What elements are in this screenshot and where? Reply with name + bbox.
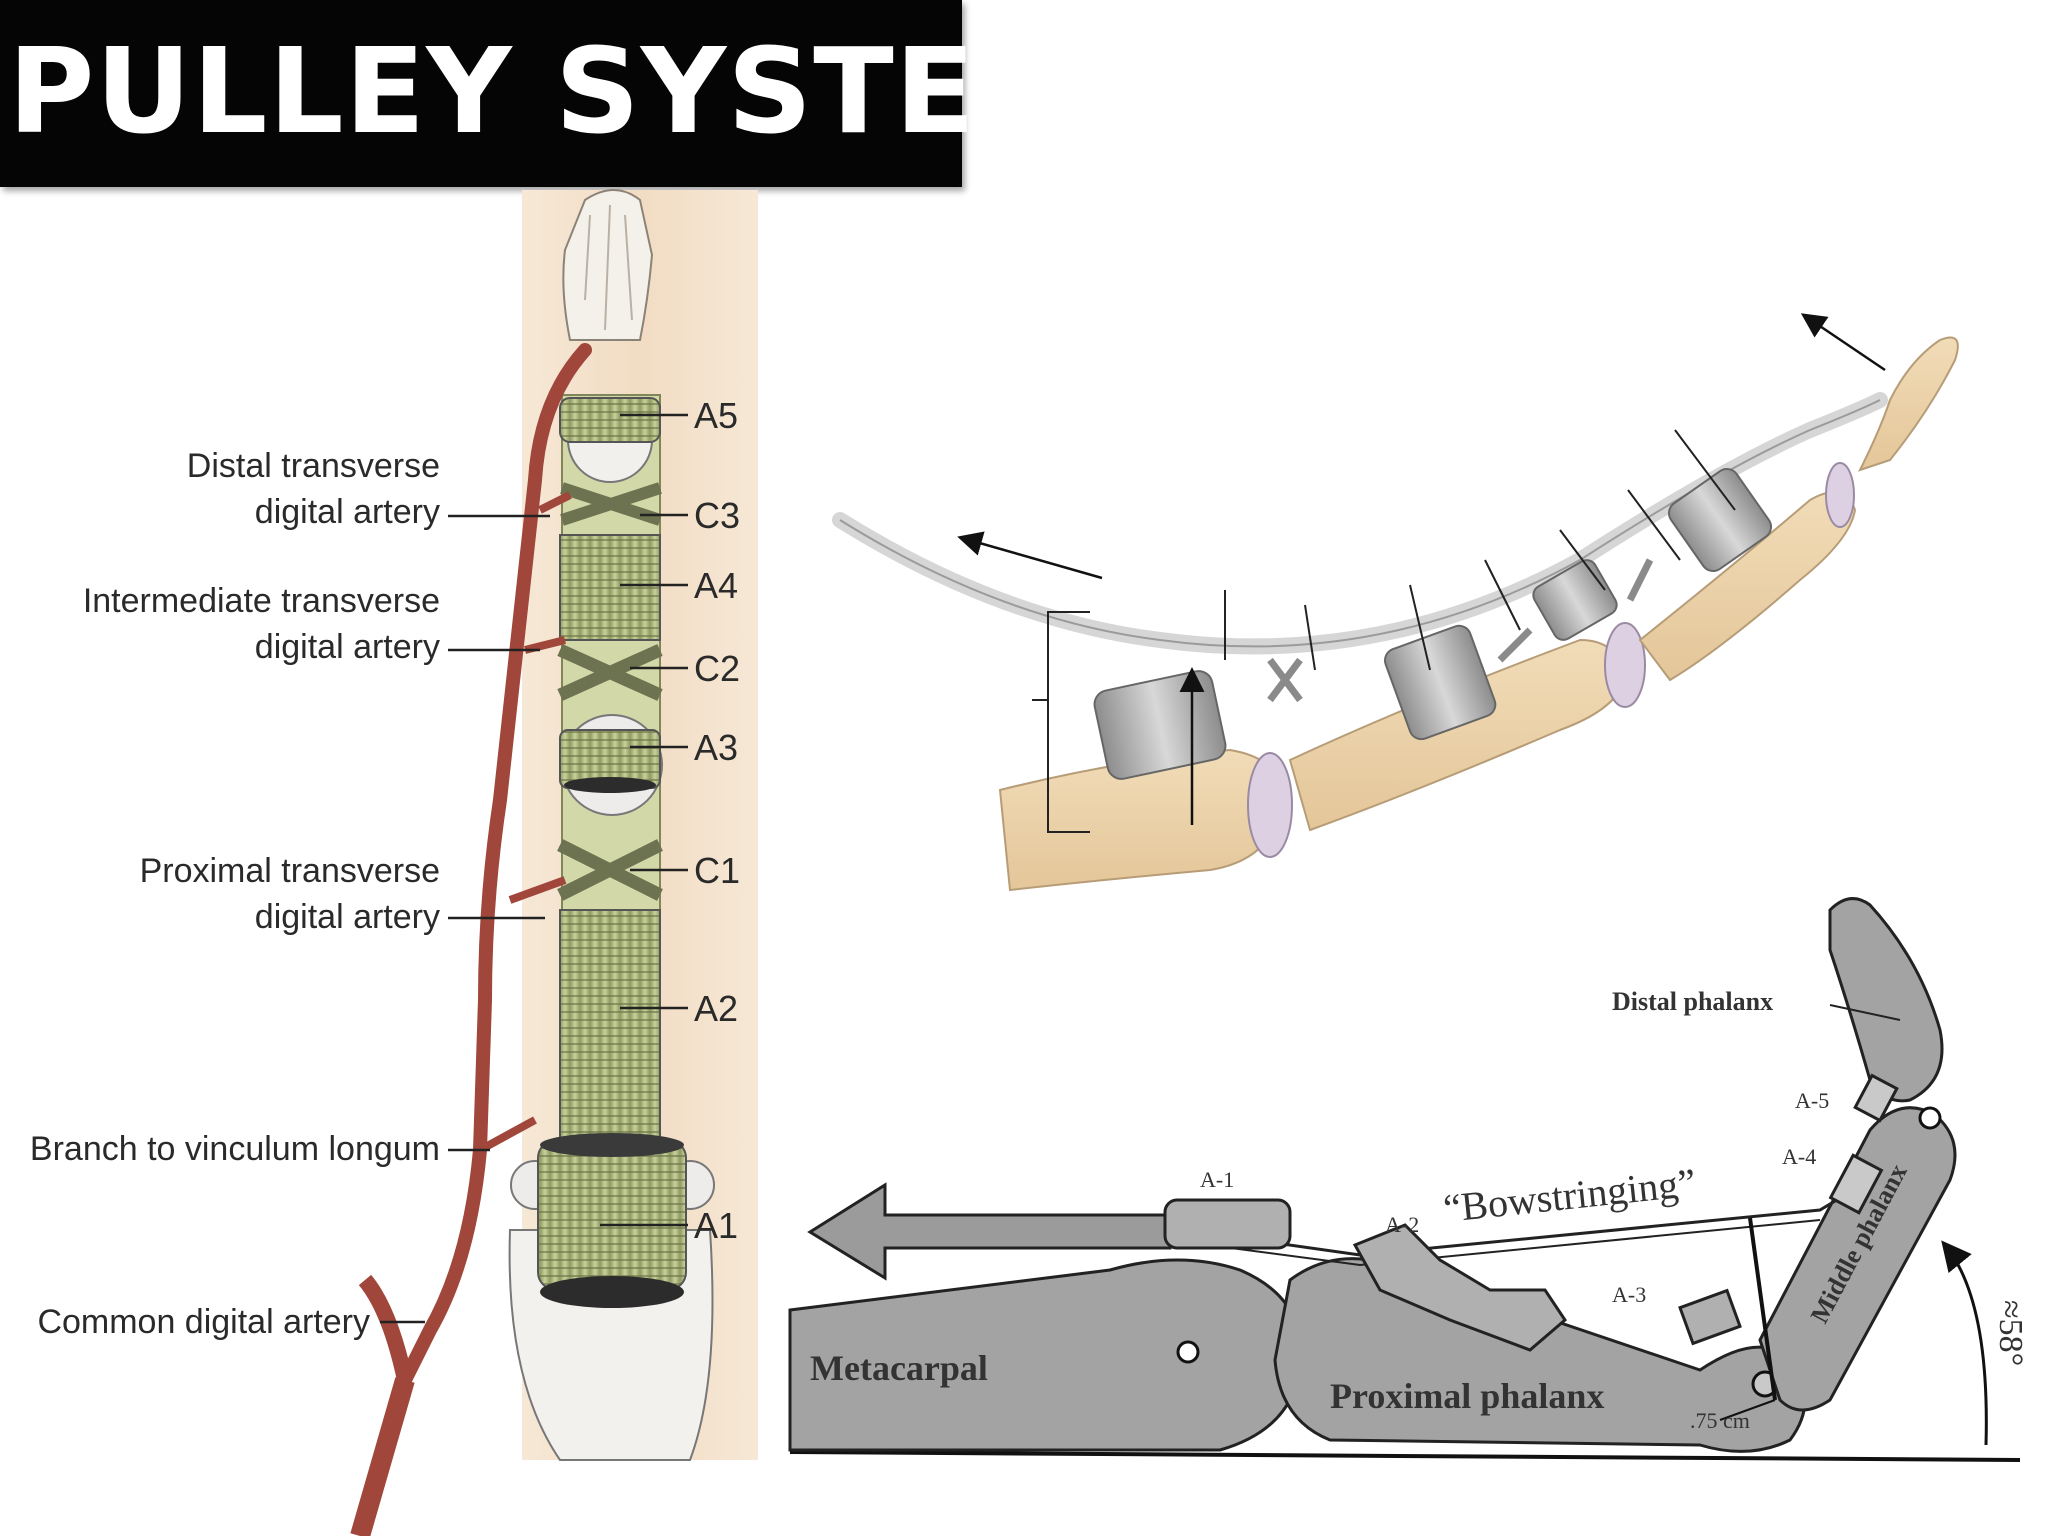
label-c1: C1 [694,850,740,891]
bottom-distal-phalanx [1828,897,1944,1103]
label-vinculum-branch: Branch to vinculum longum [30,1130,440,1168]
moment-arm-line [1748,1217,1777,1401]
label-proximal-phalanx: Proximal phalanx [1330,1376,1604,1416]
bottom-pulley-a2 [1352,1223,1567,1352]
label-intermediate-artery-1: Intermediate transverse [83,582,440,620]
pulley-indicator-lines [1224,429,1736,671]
label-bowstringing: “Bowstringing” [1441,1160,1698,1231]
top-pulley-2 [1384,624,1497,741]
label-common-artery: Common digital artery [37,1303,370,1341]
proximal-artery-branch [508,876,567,904]
top-middle-phalanx [1638,491,1857,682]
angle-arc [1941,1240,1988,1446]
bottom-pulley-a5 [1853,1073,1899,1123]
label-c2: C2 [694,648,740,689]
joint-bracket [1032,611,1090,833]
top-pulley-4 [1668,468,1772,572]
distal-artery-branch [538,491,572,514]
label-a4: A-4 [1782,1144,1816,1169]
label-distal-artery-2: digital artery [255,493,440,531]
bowstringing-diagram: Distal phalanx A-5 A-4 A-1 A-2 A-3 “Bows… [788,897,2029,1462]
finger-pulley-diagram: A5 C3 A4 C2 A3 C1 A2 A1 Distal transvers… [30,189,758,1536]
label-a5: A5 [694,395,738,436]
vinculum-branch [478,1116,537,1154]
bottom-pulley-a1 [1163,1198,1292,1250]
ground-line [789,1450,2021,1462]
label-intermediate-artery-2: digital artery [255,628,440,666]
top-distal-phalanx [1858,336,1959,472]
label-distal-artery-1: Distal transverse [187,447,440,485]
label-a2: A-2 [1385,1212,1419,1237]
label-angle: ≈58° [1992,1300,2029,1366]
label-distal-phalanx: Distal phalanx [1612,987,1773,1016]
bottom-pulley-a4 [1828,1153,1884,1215]
flexed-finger-diagram [832,313,1959,892]
left-leader-lines [380,514,550,1324]
bottom-middle-phalanx [1758,1106,1957,1412]
label-a2: A2 [694,988,738,1029]
artery-labels: Distal transverse digital artery Interme… [30,447,440,1341]
tendon-arrow [807,1182,1172,1281]
pulley-c2 [557,644,663,701]
digital-artery [398,343,592,1387]
label-c3: C3 [694,495,740,536]
pulley-a1 [537,1139,687,1291]
title-bar: PULLEY SYSTEM [0,0,1094,187]
tip-direction-arrow [1800,313,1886,372]
label-a4: A4 [694,565,738,606]
label-a3: A-3 [1612,1282,1646,1307]
pulley-labels: A5 C3 A4 C2 A3 C1 A2 A1 [694,395,740,1246]
intermediate-artery-branch [524,636,566,654]
label-metacarpal: Metacarpal [810,1348,988,1388]
page-title: PULLEY SYSTEM [8,22,1095,160]
label-a1: A1 [694,1205,738,1246]
pulley-a5 [559,397,661,443]
pulley-a2 [559,909,661,1141]
label-distance: .75 cm [1690,1408,1750,1433]
bottom-pulley-a3 [1678,1288,1742,1346]
label-proximal-artery-1: Proximal transverse [140,852,440,890]
right-leader-lines [600,413,688,1227]
pulley-a4 [559,534,661,641]
tendon-pull-arrow [957,531,1103,580]
pulley-c1 [557,839,663,901]
label-a1: A-1 [1200,1167,1234,1192]
label-a5: A-5 [1795,1088,1829,1113]
label-proximal-artery-2: digital artery [255,898,440,936]
label-a3: A3 [694,727,738,768]
top-pulley-3 [1532,559,1618,641]
common-digital-artery [350,1377,415,1536]
